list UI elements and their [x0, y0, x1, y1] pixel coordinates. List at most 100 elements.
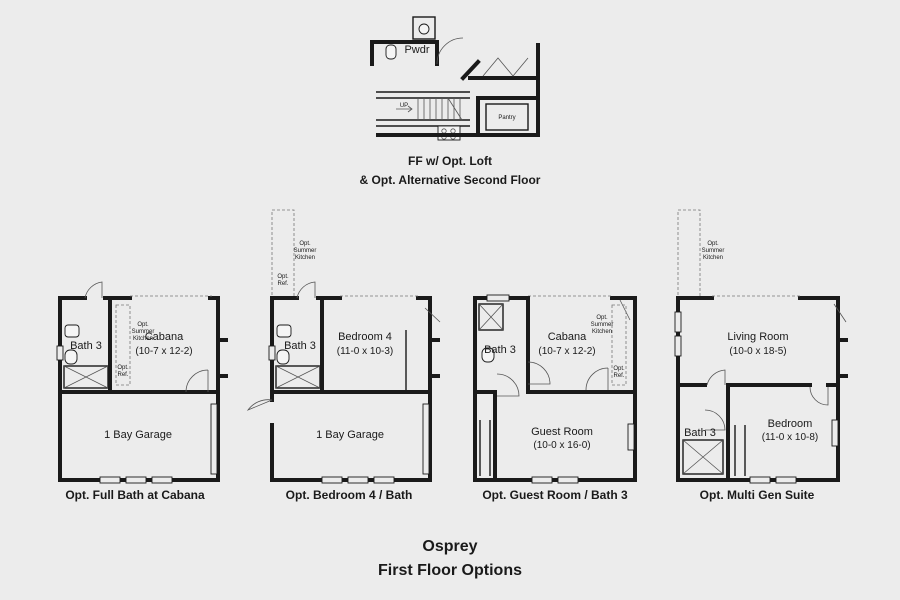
plan2-shower-cross	[275, 365, 321, 389]
plan3-guest-door-icon	[496, 373, 520, 397]
plan2-sink-icon	[276, 324, 292, 338]
plan4-window-left-2	[674, 335, 682, 357]
title-line2: First Floor Options	[378, 562, 522, 579]
plan2-room1-dim: (11-0 x 10-3)	[337, 346, 394, 357]
plan4-room2-dim: (11-0 x 10-8)	[762, 432, 819, 443]
plan3-toilet-icon	[481, 347, 495, 363]
plan1-cabana-door-icon	[185, 369, 209, 393]
plan2-room2-name: 1 Bay Garage	[316, 429, 384, 441]
plan2-ref-label-2: Ref.	[277, 281, 288, 287]
plan2-interior-walls	[270, 296, 432, 394]
plan4-door-swing-icon-3	[704, 409, 726, 431]
plan-full-bath-cabana: Opt. Summer Kitchen Opt. Ref. Bath 3 Cab…	[56, 281, 228, 502]
plan3-outer-walls	[473, 296, 637, 482]
plan3-summer-label-2: Summer	[591, 322, 614, 328]
plan2-summer-label-1: Opt.	[299, 241, 311, 247]
break-line	[447, 97, 463, 121]
powder-room-upper	[412, 16, 436, 40]
plan4-door-leaf-icon	[833, 303, 847, 323]
plan1-ref-label-1: Opt.	[117, 365, 129, 371]
plan3-cabana-walls	[526, 296, 637, 394]
plan1-summer-kitchen-outline	[115, 304, 131, 386]
plan3-room2-name: Guest Room	[531, 426, 593, 438]
pwdr-label: Pwdr	[404, 44, 429, 56]
plan2-window-front-3	[373, 476, 395, 484]
plan1-room1-dim: (10-7 x 12-2)	[135, 346, 192, 357]
plan2-window-front-2	[347, 476, 369, 484]
plan2-exterior-stubs	[428, 338, 440, 378]
plan1-garage-door	[210, 403, 218, 475]
plan3-closet	[479, 420, 491, 476]
plan1-summer-label-2: Summer	[132, 329, 155, 335]
plan3-ref-label-2: Ref.	[613, 373, 624, 379]
plan1-window-front-3	[151, 476, 173, 484]
plan3-door-icon-2	[585, 367, 609, 391]
plan1-room1-name: Cabana	[145, 331, 184, 343]
plan1-ref-label-2: Ref.	[117, 372, 128, 378]
powder-sink-icon	[418, 23, 430, 35]
stair-treads	[417, 98, 461, 120]
plan4-window-front-2	[775, 476, 797, 484]
plan4-window-front-1	[749, 476, 771, 484]
plan3-room2-dim: (10-0 x 16-0)	[533, 440, 590, 451]
up-arrow-icon	[396, 105, 413, 113]
powder-walls	[370, 40, 439, 66]
plan3-guest-walls	[473, 390, 497, 482]
plan3-bath-label: Bath 3	[484, 344, 516, 356]
pantry-label: Pantry	[498, 115, 515, 121]
plan-multi-gen-suite: Opt. Summer Kitchen Bath 3 Living Room (…	[674, 209, 848, 502]
plan3-window-side	[627, 423, 635, 451]
plan2-room1-name: Bedroom 4	[338, 331, 392, 343]
plan2-window-front-1	[321, 476, 343, 484]
plan3-summer-label-1: Opt.	[596, 315, 608, 321]
plan4-room1-dim: (10-0 x 18-5)	[729, 346, 786, 357]
plan4-window-left-1	[674, 311, 682, 333]
top-caption-line2: & Opt. Alternative Second Floor	[360, 173, 541, 187]
plan2-side-door-icon	[246, 399, 273, 411]
plan3-ref-label-1: Opt.	[613, 366, 625, 372]
top-caption-line1: FF w/ Opt. Loft	[408, 154, 492, 168]
plan3-summer-kitchen-outline	[611, 304, 627, 386]
plan3-cabana-door-icon	[527, 361, 551, 385]
toilet-icon	[385, 44, 397, 60]
plan-bedroom4-bath: Opt. Summer Kitchen Opt. Ref. Bath 3 Bed…	[246, 209, 441, 502]
plan1-summer-label-1: Opt.	[137, 322, 149, 328]
plan2-garage-door	[422, 403, 430, 475]
plan4-caption: Opt. Multi Gen Suite	[700, 488, 815, 502]
plan3-shower	[478, 303, 504, 331]
plan4-shower-cross	[682, 439, 724, 475]
plan1-bath-label: Bath 3	[70, 340, 102, 352]
plan2-caption: Opt. Bedroom 4 / Bath	[286, 488, 413, 502]
plan1-toilet-icon	[64, 349, 78, 365]
top-plan: Pwdr UP Pantry FF w/ Opt. Loft & Opt. Al…	[360, 16, 541, 187]
plan2-ref-label-1: Opt.	[277, 274, 289, 280]
plan3-shower-cross	[478, 303, 504, 331]
plan1-caption: Opt. Full Bath at Cabana	[65, 488, 205, 502]
kitchen-walls	[460, 43, 540, 137]
plan4-window-side	[831, 419, 839, 447]
plan3-caption: Opt. Guest Room / Bath 3	[482, 488, 628, 502]
door-swing-icon	[436, 37, 464, 65]
plan1-door-swing-icon	[84, 281, 103, 299]
plan2-door-swing-icon	[296, 281, 316, 299]
plan2-summer-label-3: Kitchen	[295, 255, 315, 261]
plan3-window-front-2	[557, 476, 579, 484]
plan-guest-room-bath3: Opt. Summer Kitchen Opt. Ref. Bath 3 Cab…	[473, 294, 637, 502]
plan4-closet	[734, 425, 746, 476]
plan4-summer-kitchen-outline	[677, 209, 701, 299]
plan1-window-bath	[56, 345, 64, 361]
plan1-interior-walls	[58, 296, 220, 394]
plan4-shower	[682, 439, 724, 475]
plan2-shower	[275, 365, 321, 389]
plan4-summer-label-3: Kitchen	[703, 255, 723, 261]
plan4-door-swing-icon-2	[809, 386, 829, 406]
plan1-room2-name: 1 Bay Garage	[104, 429, 172, 441]
plan1-exterior-stubs	[216, 338, 228, 378]
plan4-summer-label-2: Summer	[702, 248, 725, 254]
plan4-room1-name: Living Room	[727, 331, 788, 343]
plan4-bath-label: Bath 3	[684, 427, 716, 439]
stair-rails	[376, 91, 470, 127]
plan3-window-front-1	[531, 476, 553, 484]
plan4-outer-walls	[676, 296, 840, 482]
plan4-room2-name: Bedroom	[768, 418, 813, 430]
